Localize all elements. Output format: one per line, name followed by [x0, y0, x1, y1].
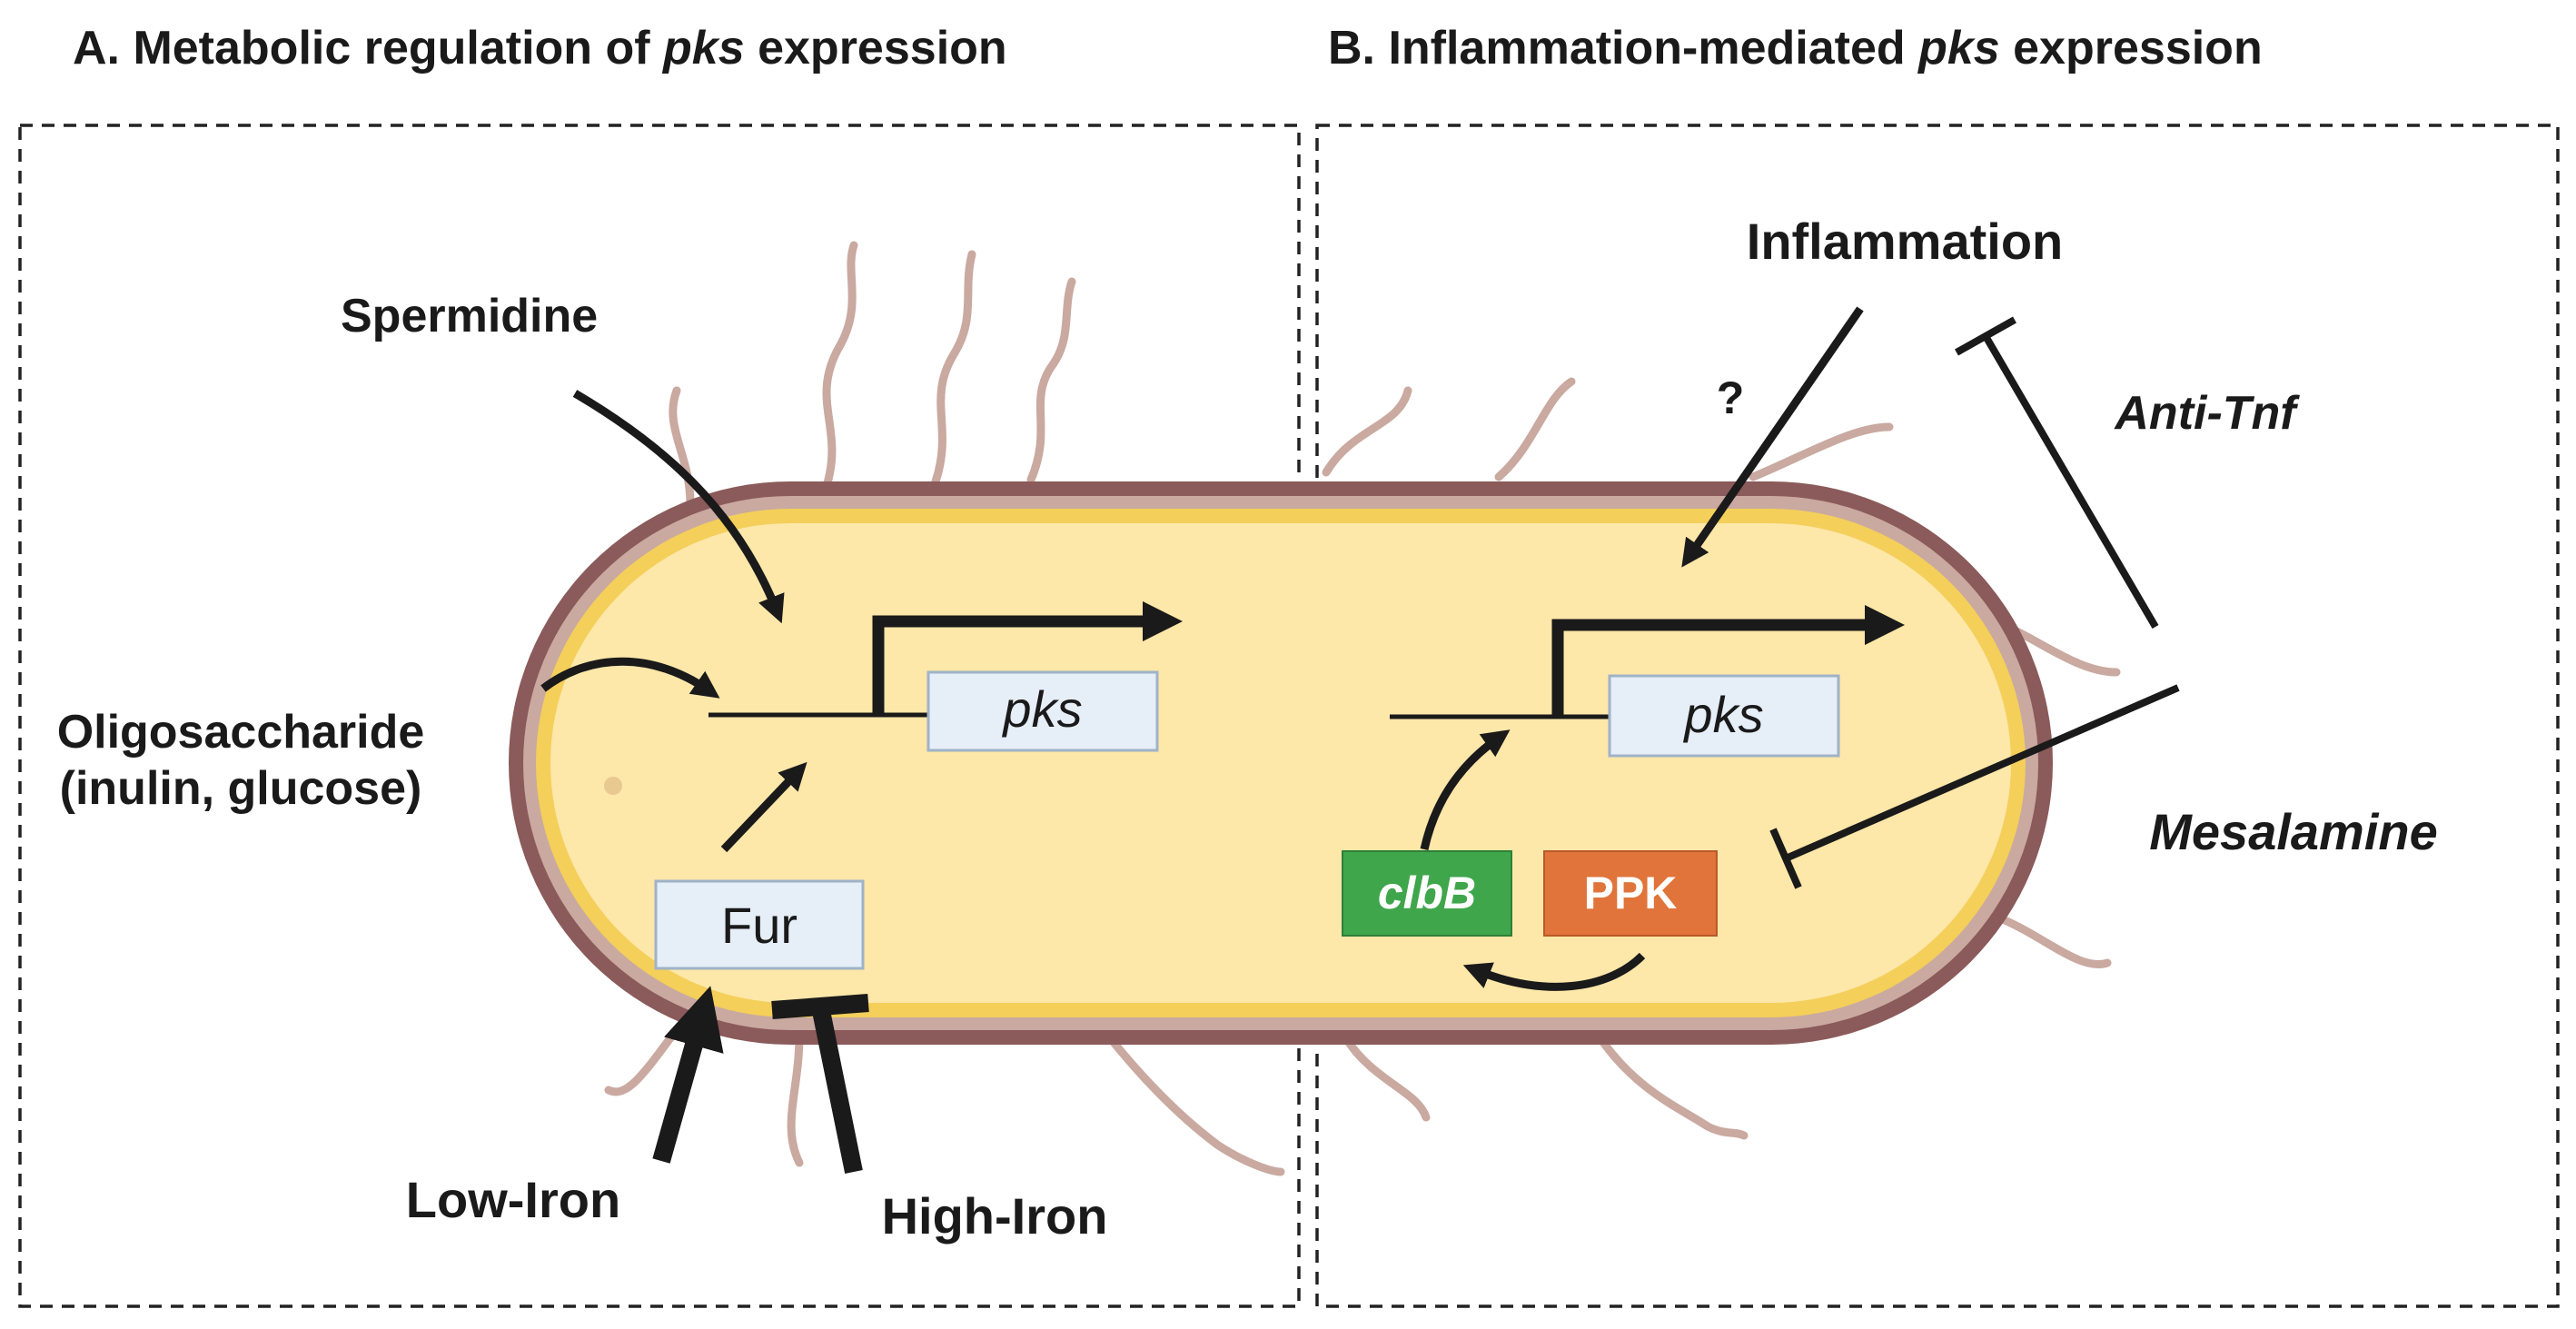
spermidine-label: Spermidine: [341, 290, 598, 342]
ppk-gene: PPK: [1543, 850, 1718, 937]
clbb-activation-arrow: [1420, 729, 1511, 850]
fur-protein: Fur: [654, 879, 865, 970]
panel-b-title-prefix: B. Inflammation-mediated: [1328, 22, 1918, 74]
panel-a-pks-label: pks: [1001, 680, 1082, 738]
panel-b-title: B. Inflammation-mediated pks expression: [1328, 22, 2263, 74]
panel-a-frame: [18, 124, 1301, 1308]
inflammation-arrow: [1681, 306, 1864, 568]
oligosaccharide-label-line2: (inulin, glucose): [60, 762, 422, 815]
fur-box: [654, 879, 865, 970]
low-iron-label: Low-Iron: [406, 1171, 620, 1228]
ppk-label: PPK: [1584, 868, 1678, 918]
clbb-label: clbB: [1378, 868, 1476, 918]
flagella: [604, 241, 2121, 1176]
oligosaccharide-label-line1: Oligosaccharide: [57, 706, 425, 759]
panel-a-pks-gene: pks: [926, 670, 1159, 752]
panel-a-title: A. Metabolic regulation of pks expressio…: [73, 22, 1007, 74]
panel-b-pks-label: pks: [1682, 686, 1763, 743]
ppk-box: [1543, 850, 1718, 937]
clbb-box: [1342, 850, 1512, 937]
mesalamine-label: Mesalamine: [2149, 803, 2438, 860]
anti-tnf-inhibition: [1955, 316, 2159, 630]
mesalamine-inhibition: [1769, 684, 2180, 889]
panel-a-title-prefix: A. Metabolic regulation of: [73, 22, 663, 74]
panel-a-transcription-start-arrow: [872, 600, 1184, 715]
oligosaccharide-arrow: [540, 657, 720, 699]
fur-label: Fur: [721, 897, 798, 954]
ppk-to-clbb-arrow: [1462, 952, 1646, 991]
panel-a-title-italic: pks: [661, 22, 745, 74]
panel-b-transcription-start-arrow: [1551, 604, 1906, 717]
cell-granule: [604, 777, 622, 795]
panel-a-title-suffix: expression: [745, 22, 1007, 74]
panel-b-pks-box: [1608, 674, 1840, 758]
panel-b-pks-gene: pks: [1608, 674, 1840, 758]
clbb-gene: clbB: [1342, 850, 1512, 937]
anti-tnf-label: Anti-Tnf: [2113, 387, 2300, 440]
unknown-mechanism-mark: ?: [1717, 372, 1745, 423]
panel-b-title-suffix: expression: [2000, 22, 2263, 74]
panel-a-pks-box: [926, 670, 1159, 752]
spermidine-arrow: [572, 390, 785, 624]
low-iron-arrow: [652, 986, 724, 1164]
inflammation-label: Inflammation: [1747, 213, 2063, 270]
panel-b-title-italic: pks: [1917, 22, 2000, 74]
high-iron-inhibition: [771, 994, 869, 1174]
high-iron-label: High-Iron: [882, 1187, 1108, 1245]
fur-activation-arrow: [720, 761, 807, 853]
